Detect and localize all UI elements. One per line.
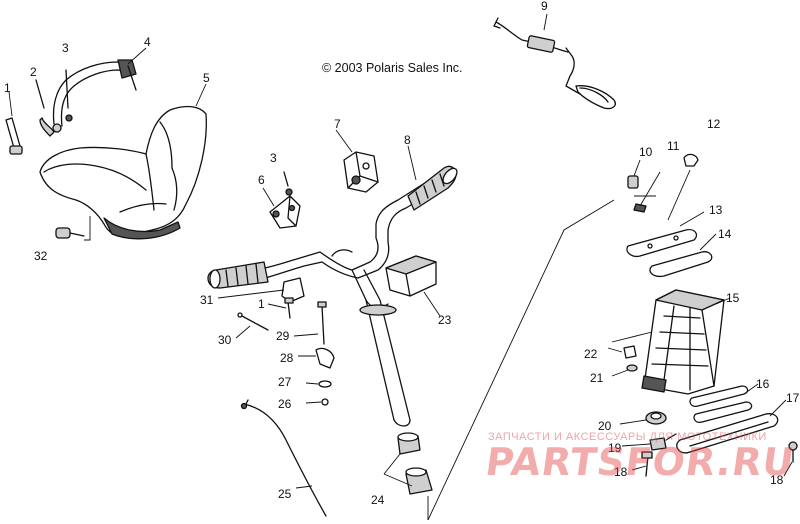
part-13-plate	[626, 228, 698, 258]
part-9-lanyard	[493, 17, 616, 110]
part-22-spacer	[611, 331, 653, 359]
callout-11: 11	[667, 139, 680, 153]
part-15-column-support	[641, 289, 725, 395]
part-1-bolt	[5, 117, 23, 155]
callout-9: 9	[541, 0, 548, 13]
copyright-notice: © 2003 Polaris Sales Inc.	[322, 61, 463, 75]
callout-22: 22	[584, 347, 598, 361]
part-11-clip	[633, 171, 661, 213]
part-2-bolt	[35, 79, 55, 137]
callout-3-center: 3	[270, 151, 277, 165]
part-18-bolt-right	[788, 441, 798, 463]
callout-15: 15	[726, 291, 740, 305]
part-6-clamp	[269, 195, 301, 229]
callout-24: 24	[371, 493, 385, 507]
part-31-bracket	[281, 277, 305, 303]
watermark-subtitle: ЗАПЧАСТИ И АКСЕССУАРЫ ДЛЯ МОТОТЕХНИКИ	[488, 431, 767, 443]
callout-31: 31	[200, 293, 214, 307]
callout-labels: 1 2 3 4 5 32 3 6 7 8 9 10 11 12 13 14 15…	[4, 0, 800, 507]
part-23-cover	[385, 255, 437, 297]
part-5-seat	[39, 105, 207, 240]
part-20-bushing	[645, 411, 667, 425]
part-12-cap	[667, 153, 699, 221]
callout-23: 23	[438, 313, 452, 327]
part-28-clip	[315, 347, 335, 369]
part-29-bolt	[317, 301, 327, 345]
callout-30: 30	[218, 333, 232, 347]
callout-12: 12	[707, 117, 721, 131]
callout-19: 19	[608, 441, 622, 455]
watermark-logo-text: PARTSFOR.RU	[482, 440, 798, 484]
part-8-right-grip	[407, 165, 458, 211]
part-24-bushings	[397, 432, 433, 495]
callout-20: 20	[598, 419, 612, 433]
part-32-bolt	[55, 216, 91, 241]
part-10-bolt	[627, 159, 641, 189]
callout-28: 28	[280, 351, 294, 365]
part-27-washer	[305, 380, 332, 388]
callout-18-left: 18	[614, 465, 628, 479]
steering-post	[351, 269, 411, 427]
callout-32: 32	[34, 249, 48, 263]
part-16-plates	[689, 385, 753, 423]
part-1-screw	[284, 297, 294, 319]
callout-25: 25	[278, 487, 292, 501]
part-25-cable	[240, 399, 327, 517]
callout-10: 10	[639, 145, 653, 159]
callout-6: 6	[258, 173, 265, 187]
part-14-plate	[649, 251, 713, 278]
callout-5: 5	[203, 71, 210, 85]
callout-3: 3	[62, 41, 69, 55]
part-19-nut	[649, 433, 677, 451]
callout-18-right: 18	[770, 473, 784, 487]
callout-1-center: 1	[258, 297, 265, 311]
part-18-bolt-left	[641, 451, 653, 477]
callout-17: 17	[786, 391, 800, 405]
callout-7: 7	[334, 117, 341, 131]
callout-2: 2	[30, 65, 37, 79]
callout-1: 1	[4, 81, 11, 95]
part-3-nut-center	[283, 171, 293, 196]
callout-26: 26	[278, 397, 292, 411]
part-7-switch-housing	[343, 151, 379, 193]
part-30-pin	[237, 312, 269, 331]
leader-lines	[8, 13, 793, 489]
part-4-grab-handle	[52, 59, 137, 133]
part-31-left-grip	[207, 261, 269, 289]
part-26-nut	[305, 398, 329, 406]
assembly-connector-line	[427, 199, 615, 521]
part-21-washer	[626, 364, 638, 372]
callout-13: 13	[709, 203, 723, 217]
callout-8: 8	[404, 133, 411, 147]
callout-14: 14	[718, 227, 732, 241]
callout-4: 4	[144, 35, 151, 49]
callout-16: 16	[756, 377, 770, 391]
callout-29: 29	[276, 329, 290, 343]
callout-21: 21	[590, 371, 604, 385]
callout-27: 27	[278, 375, 292, 389]
part-3-nut	[65, 69, 73, 122]
